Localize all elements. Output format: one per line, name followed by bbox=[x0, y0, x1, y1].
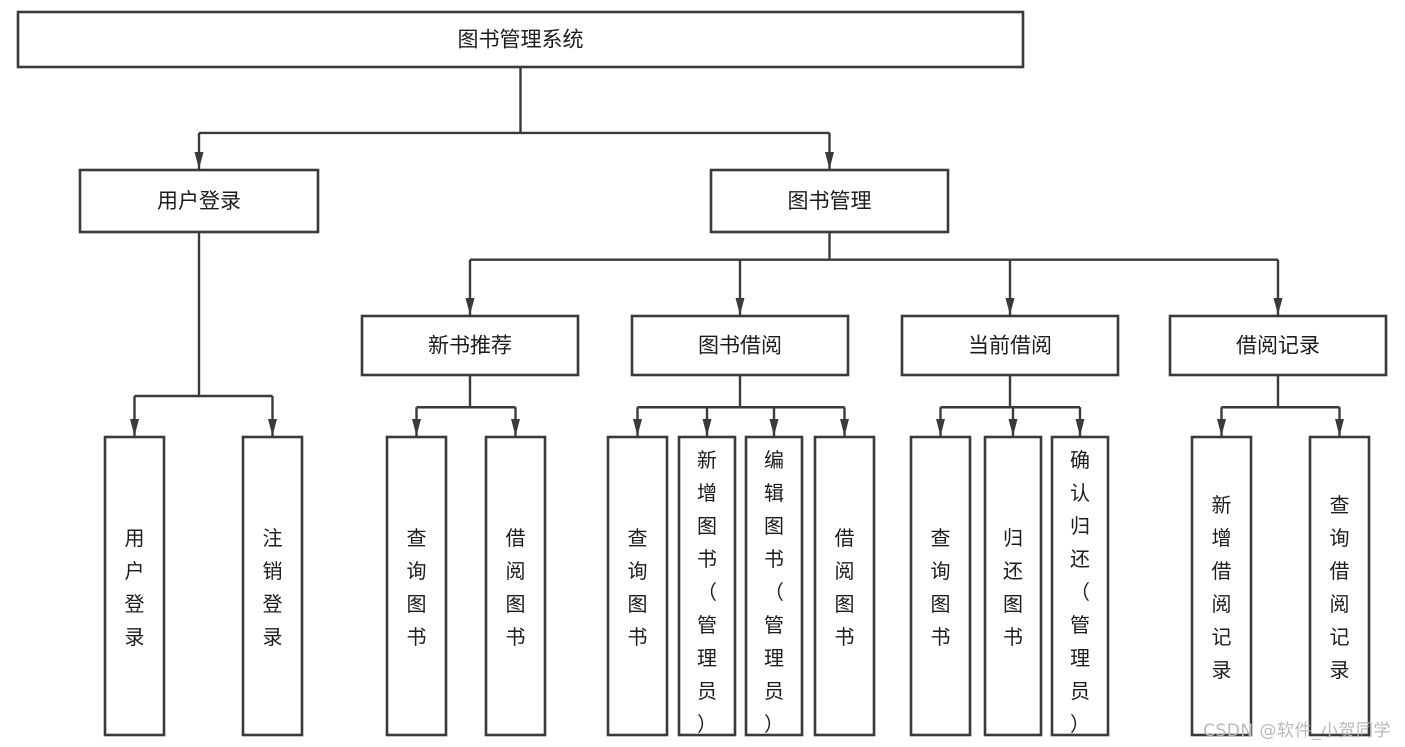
connector-group-user-login bbox=[130, 232, 277, 436]
node-box bbox=[78, 168, 320, 234]
node-box bbox=[1050, 435, 1110, 737]
node-box bbox=[1308, 435, 1371, 737]
arrow-head-icon bbox=[840, 419, 849, 436]
arrow-head-icon bbox=[735, 298, 745, 315]
connector-group-borrow-record bbox=[1217, 375, 1344, 436]
node-box bbox=[983, 435, 1043, 737]
arrow-head-icon bbox=[1273, 298, 1283, 315]
node-label: 图书管理 bbox=[788, 189, 872, 213]
node-label: 查询图书 bbox=[628, 526, 648, 649]
arrow-head-icon bbox=[1075, 419, 1085, 436]
node-borrow-record[interactable]: 借阅记录 bbox=[1168, 314, 1388, 377]
node-box bbox=[630, 314, 850, 377]
node-label: 图书管理系统 bbox=[458, 28, 584, 52]
node-label: 借阅图书 bbox=[506, 526, 526, 649]
node-box bbox=[909, 435, 972, 737]
node-leaf-logout[interactable]: 注销登录 bbox=[241, 435, 304, 737]
node-box bbox=[16, 10, 1025, 69]
node-leaf-return-book[interactable]: 归还图书 bbox=[983, 435, 1043, 737]
arrow-head-icon bbox=[769, 419, 779, 436]
node-label: 注销登录 bbox=[263, 526, 283, 649]
node-box bbox=[709, 168, 950, 234]
node-box bbox=[1168, 314, 1388, 377]
node-label: 新增借阅记录 bbox=[1212, 493, 1232, 682]
node-box bbox=[744, 435, 804, 737]
node-root[interactable]: 图书管理系统 bbox=[16, 10, 1025, 69]
connector-group-book-manage bbox=[465, 232, 1283, 315]
node-label: 借阅图书 bbox=[835, 526, 855, 649]
node-leaf-query-book-bor[interactable]: 查询图书 bbox=[606, 435, 669, 737]
node-leaf-query-record[interactable]: 查询借阅记录 bbox=[1308, 435, 1371, 737]
node-label: 查询借阅记录 bbox=[1330, 493, 1350, 682]
node-label: 查询图书 bbox=[407, 526, 427, 649]
node-label: 图书借阅 bbox=[698, 334, 782, 358]
arrow-head-icon bbox=[1008, 419, 1018, 436]
node-leaf-confirm-return[interactable]: 确认归还（管理员） bbox=[1050, 435, 1110, 737]
node-label: 新增图书（管理员） bbox=[697, 448, 717, 736]
node-label: 用户登录 bbox=[125, 526, 145, 649]
node-new-book-recommend[interactable]: 新书推荐 bbox=[360, 314, 580, 377]
arrow-head-icon bbox=[702, 419, 712, 436]
node-box bbox=[813, 435, 876, 737]
node-leaf-add-book[interactable]: 新增图书（管理员） bbox=[677, 435, 737, 737]
node-user-login[interactable]: 用户登录 bbox=[78, 168, 320, 234]
node-label: 归还图书 bbox=[1003, 526, 1023, 649]
node-label: 查询图书 bbox=[931, 526, 951, 649]
arrow-head-icon bbox=[825, 152, 834, 169]
node-box bbox=[677, 435, 737, 737]
arrow-head-icon bbox=[1005, 298, 1015, 315]
node-current-borrow[interactable]: 当前借阅 bbox=[900, 314, 1120, 377]
arrow-head-icon bbox=[1217, 419, 1226, 436]
node-leaf-user-login[interactable]: 用户登录 bbox=[103, 435, 166, 737]
node-leaf-edit-book[interactable]: 编辑图书（管理员） bbox=[744, 435, 804, 737]
node-label: 借阅记录 bbox=[1236, 334, 1320, 358]
node-leaf-borrow-book-bor[interactable]: 借阅图书 bbox=[813, 435, 876, 737]
arrow-head-icon bbox=[130, 419, 139, 436]
connector-group-root bbox=[194, 67, 834, 169]
node-label: 当前借阅 bbox=[968, 334, 1052, 358]
arrow-head-icon bbox=[194, 152, 204, 169]
node-label: 确认归还（管理员） bbox=[1070, 448, 1090, 736]
connectors-layer bbox=[130, 67, 1344, 436]
node-box bbox=[241, 435, 304, 737]
connector-group-current-borrow bbox=[936, 375, 1085, 436]
node-label: 新书推荐 bbox=[428, 334, 512, 358]
node-box bbox=[360, 314, 580, 377]
node-leaf-query-book-cur[interactable]: 查询图书 bbox=[909, 435, 972, 737]
arrow-head-icon bbox=[268, 419, 277, 436]
node-box bbox=[385, 435, 448, 737]
node-label: 编辑图书（管理员） bbox=[764, 448, 784, 736]
node-book-borrow[interactable]: 图书借阅 bbox=[630, 314, 850, 377]
arrow-head-icon bbox=[1335, 419, 1344, 436]
arrow-head-icon bbox=[936, 419, 945, 436]
connector-group-new-book-recommend bbox=[412, 375, 520, 436]
node-leaf-query-book-rec[interactable]: 查询图书 bbox=[385, 435, 448, 737]
node-leaf-add-record[interactable]: 新增借阅记录 bbox=[1190, 435, 1253, 737]
node-box bbox=[103, 435, 166, 737]
node-box bbox=[1190, 435, 1253, 737]
arrow-head-icon bbox=[633, 419, 642, 436]
arrow-head-icon bbox=[412, 419, 421, 436]
arrow-head-icon bbox=[465, 298, 475, 315]
node-leaf-borrow-book-rec[interactable]: 借阅图书 bbox=[484, 435, 547, 737]
node-box bbox=[900, 314, 1120, 377]
node-box bbox=[484, 435, 547, 737]
node-box bbox=[606, 435, 669, 737]
arrow-head-icon bbox=[511, 419, 520, 436]
connector-group-book-borrow bbox=[633, 375, 849, 436]
node-label: 用户登录 bbox=[157, 189, 241, 213]
nodes-layer: 图书管理系统用户登录图书管理新书推荐图书借阅当前借阅借阅记录用户登录注销登录查询… bbox=[16, 10, 1388, 737]
node-book-manage[interactable]: 图书管理 bbox=[709, 168, 950, 234]
